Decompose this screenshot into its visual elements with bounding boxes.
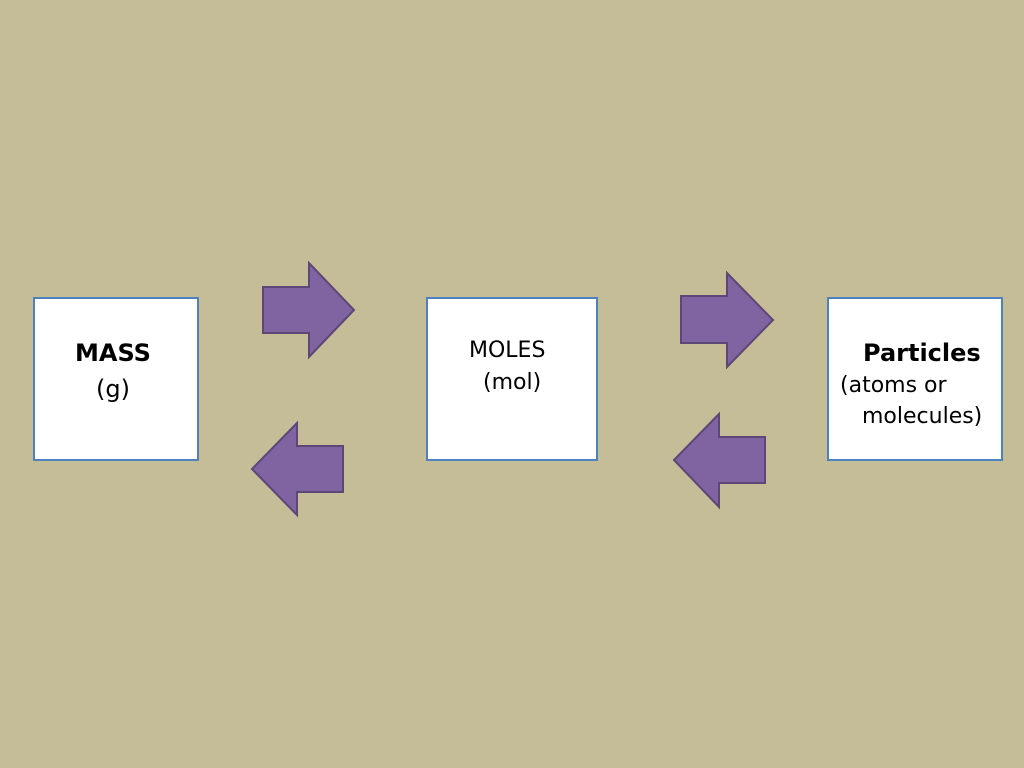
arrow-particles-to-moles (672, 411, 766, 510)
particles-box: Particles (atoms or molecules) (827, 297, 1003, 461)
moles-unit: (mol) (483, 370, 542, 395)
moles-box: MOLES (mol) (426, 297, 598, 461)
arrow-moles-to-particles (680, 270, 775, 370)
mass-unit: (g) (96, 375, 130, 403)
particles-title: Particles (863, 339, 981, 367)
particles-unit-line1: (atoms or (840, 373, 947, 398)
particles-unit-line2: molecules) (862, 404, 983, 429)
moles-title: MOLES (469, 338, 546, 363)
mass-box: MASS (g) (33, 297, 199, 461)
arrow-mass-to-moles (262, 260, 356, 360)
mass-title: MASS (75, 339, 151, 367)
arrow-moles-to-mass (250, 420, 344, 518)
